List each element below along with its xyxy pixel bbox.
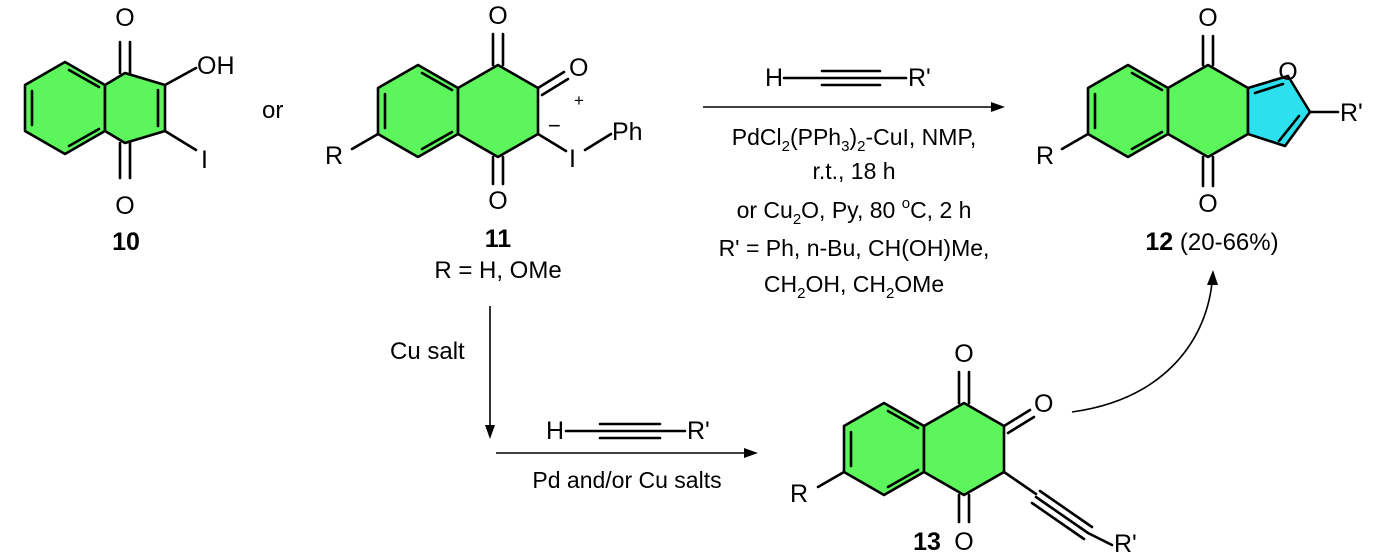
compound-12-quinone-ring: [1166, 63, 1250, 159]
reaction-arrow-curved-head: [1207, 270, 1218, 285]
compound-12-carbonyl-bonds: [1201, 34, 1215, 188]
compound-13-r-prime: R': [1114, 530, 1137, 556]
condition-catalyst-line: PdCl2(PPh3)2-CuI, NMP,: [732, 124, 976, 155]
compound-13-carbonyl-bonds: [957, 370, 1036, 524]
compound-11: O O O R − + I Ph 11 R = H, OMe: [325, 2, 643, 284]
reaction-arrow-down-head: [485, 425, 495, 439]
reaction-down: Cu salt: [390, 306, 495, 439]
compound-10-substituent-bonds: [163, 66, 198, 152]
compound-13-double-bonds: [849, 409, 920, 489]
compound-10-double-bonds: [30, 68, 160, 148]
compound-13-dione-ring: [922, 401, 1006, 497]
compound-10-oxygen-bottom: O: [115, 192, 134, 220]
compound-13-oxygen-top: O: [954, 340, 973, 368]
condition-r-prime-line: R' = Ph, n-Bu, CH(OH)Me,: [719, 235, 990, 261]
compound-10-oxygen-top: O: [115, 4, 134, 32]
compound-11-r-definition: R = H, OMe: [434, 257, 561, 284]
compound-13: O O O R R' 13: [790, 340, 1137, 556]
compound-11-r-group: R: [325, 142, 343, 170]
compound-12-furan-ring: [1246, 74, 1312, 148]
reaction-arrow-bottom-head: [744, 448, 758, 458]
compound-11-iodonium-charge: +: [574, 91, 584, 110]
compound-11-oxygen-top: O: [488, 2, 507, 30]
compound-11-double-bonds: [383, 71, 454, 151]
compound-12-yield: (20-66%): [1173, 229, 1278, 256]
compound-10-quinone-ring: [103, 71, 167, 145]
compound-11-iodine: I: [569, 145, 576, 173]
compound-12-furan-oxygen: O: [1278, 58, 1297, 86]
compound-11-carbanion-charge: −: [548, 113, 561, 138]
alkyne-reagent-bottom-r-prime: R': [687, 417, 710, 445]
compound-13-oxygen-bottom: O: [954, 528, 973, 556]
compound-12-oxygen-bottom: O: [1198, 190, 1217, 218]
alkyne-reagent-bottom-hydrogen: H: [546, 417, 564, 445]
compound-13-alkyne-bonds: [1030, 489, 1114, 547]
compound-11-oxygen-right: O: [569, 54, 588, 82]
compound-12: O O O R R' 12 (20-66%): [1036, 4, 1363, 256]
compound-11-phenyl: Ph: [612, 118, 643, 146]
compound-12-label: 12 (20-66%): [1145, 228, 1278, 256]
compound-10: O OH I O 10: [23, 4, 235, 256]
compound-12-r-group: R: [1036, 142, 1054, 170]
alkyne-reagent-bottom-bonds: [564, 422, 687, 440]
compound-13-benzene-ring: [842, 401, 926, 497]
compound-10-iodo: I: [201, 146, 208, 174]
compound-12-substituent-bonds: [1060, 110, 1340, 151]
reaction-curved: [1071, 270, 1218, 413]
compound-13-substituent-bonds: [816, 470, 1038, 496]
compound-12-benzene-ring: [1086, 63, 1170, 159]
compound-12-number: 12: [1145, 228, 1173, 256]
reaction-down-label: Cu salt: [390, 338, 465, 365]
reaction-bottom-conditions: Pd and/or Cu salts: [532, 467, 721, 493]
compound-12-double-bonds: [1093, 71, 1301, 151]
alkyne-reagent-top-bonds: [782, 69, 908, 87]
compound-10-hydroxyl: OH: [197, 52, 235, 80]
alkyne-reagent-top-hydrogen: H: [765, 64, 783, 92]
condition-time-line: r.t., 18 h: [812, 158, 895, 184]
compound-13-oxygen-right: O: [1034, 390, 1053, 418]
compound-12-oxygen-top: O: [1198, 4, 1217, 32]
compound-11-substituent-bonds: [350, 132, 613, 153]
compound-11-carbonyl-bonds: [491, 32, 570, 186]
compound-10-number: 10: [112, 228, 140, 256]
compound-11-number: 11: [485, 225, 512, 253]
compound-11-oxygen-bottom: O: [488, 187, 507, 215]
compound-13-r-group: R: [790, 480, 808, 508]
reaction-top: H R' PdCl2(PPh3)2-CuI, NMP, r.t., 18 h o…: [703, 64, 1005, 302]
condition-r-prime-line-2: CH2OH, CH2OMe: [764, 271, 944, 302]
compound-10-carbonyl-bonds: [118, 40, 132, 180]
compound-12-r-prime: R': [1340, 99, 1363, 127]
reaction-bottom: H R' Pd and/or Cu salts: [496, 417, 758, 493]
compound-11-benzene-ring: [376, 63, 460, 159]
or-label: or: [262, 97, 283, 124]
alkyne-reagent-top-r-prime: R': [908, 64, 931, 92]
compound-10-benzene-ring: [23, 60, 107, 156]
reaction-arrow-curved: [1071, 282, 1213, 413]
compound-11-dione-ring: [456, 63, 540, 159]
reaction-arrow-top-head: [991, 102, 1005, 112]
compound-13-number: 13: [913, 528, 941, 556]
condition-alternative-line: or Cu2O, Py, 80 oC, 2 h: [737, 195, 972, 228]
